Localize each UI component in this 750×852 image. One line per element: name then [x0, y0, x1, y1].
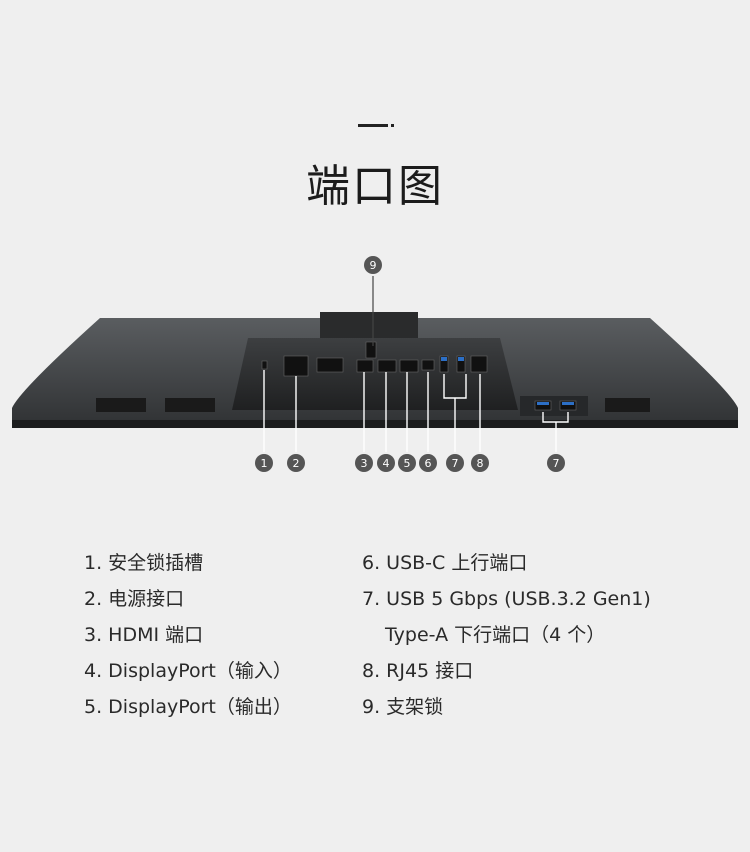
- list-item: 9. 支架锁: [362, 696, 444, 718]
- list-item: 1. 安全锁插槽: [84, 552, 204, 574]
- power-connector: [283, 355, 309, 377]
- displayport-out: [399, 359, 419, 373]
- title-decoration: [358, 124, 394, 127]
- svg-text:4: 4: [383, 457, 390, 470]
- callout-3: 3: [355, 454, 373, 472]
- list-item: 8. RJ45 接口: [362, 660, 474, 682]
- svg-text:6: 6: [425, 457, 432, 470]
- svg-text:1: 1: [261, 457, 268, 470]
- usb-c-upstream-port: [421, 359, 435, 371]
- stand-lock: [365, 341, 377, 359]
- list-item: 2. 电源接口: [84, 588, 185, 610]
- callout-badges: 9 1 2 3 4 5 6 7 8 7: [255, 256, 565, 472]
- svg-text:8: 8: [477, 457, 484, 470]
- callout-1: 1: [255, 454, 273, 472]
- monitor-rear-illustration: 9 1 2 3 4 5 6 7 8 7: [12, 256, 738, 472]
- page-title: 端口图: [306, 161, 444, 212]
- callout-4: 4: [377, 454, 395, 472]
- callout-2: 2: [287, 454, 305, 472]
- callout-8: 8: [471, 454, 489, 472]
- usb-a-port: [439, 355, 449, 373]
- port-list-left: 1. 安全锁插槽 2. 电源接口 3. HDMI 端口 4. DisplayPo…: [84, 545, 292, 725]
- usb-a-port: [456, 355, 466, 373]
- list-item: 4. DisplayPort（输入）: [84, 660, 292, 682]
- svg-text:7: 7: [452, 457, 459, 470]
- list-item: Type-A 下行端口（4 个）: [385, 624, 606, 646]
- callout-5: 5: [398, 454, 416, 472]
- svg-text:5: 5: [404, 457, 411, 470]
- port-list-right: 6. USB-C 上行端口 7. USB 5 Gbps (USB.3.2 Gen…: [362, 545, 651, 725]
- list-item: 6. USB-C 上行端口: [362, 552, 528, 574]
- hdmi-port: [356, 359, 374, 373]
- callout-7: 7: [446, 454, 464, 472]
- list-item: 3. HDMI 端口: [84, 624, 204, 646]
- rj45-port: [470, 355, 488, 373]
- usb-a-port: [559, 400, 577, 411]
- security-lock-slot: [261, 360, 268, 370]
- svg-text:3: 3: [361, 457, 368, 470]
- svg-text:9: 9: [370, 259, 377, 272]
- list-item: 7. USB 5 Gbps (USB.3.2 Gen1): [362, 588, 651, 610]
- list-item: 5. DisplayPort（输出）: [84, 696, 292, 718]
- svg-text:7: 7: [553, 457, 560, 470]
- displayport-in: [377, 359, 397, 373]
- callout-7-side: 7: [547, 454, 565, 472]
- callout-6: 6: [419, 454, 437, 472]
- svg-text:2: 2: [293, 457, 300, 470]
- usb-a-port: [534, 400, 552, 411]
- callout-9: 9: [364, 256, 382, 274]
